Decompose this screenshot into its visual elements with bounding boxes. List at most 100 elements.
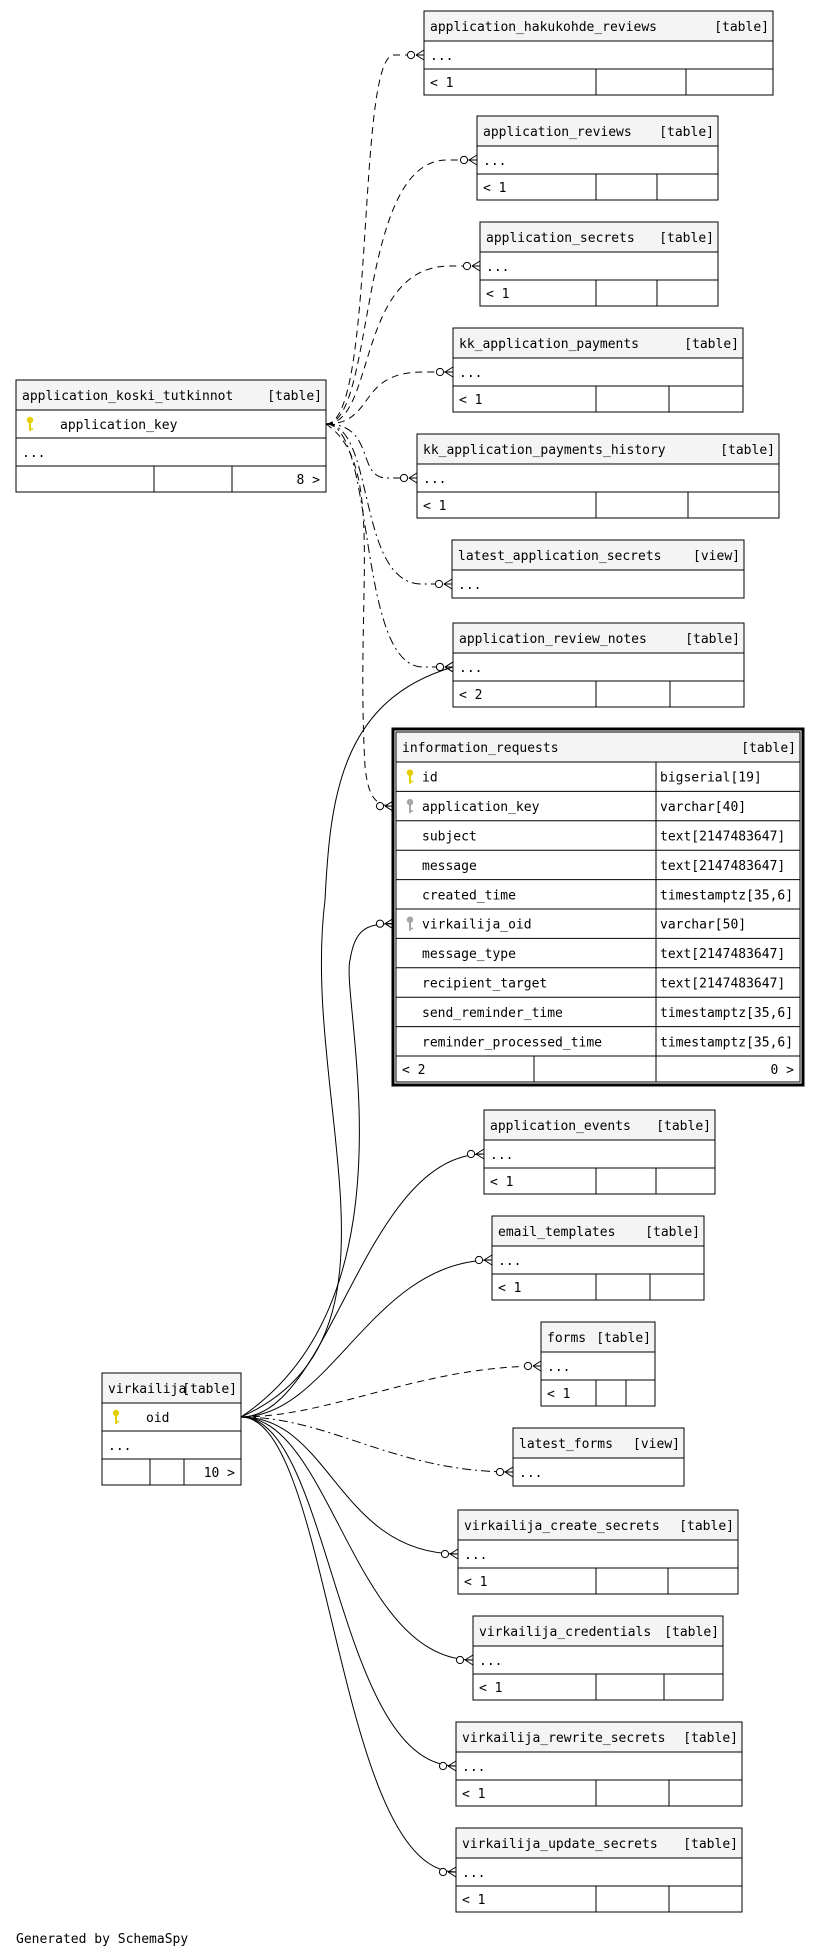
crows-foot-marker bbox=[435, 366, 454, 378]
table-node-virkailija-rewrite-secrets[interactable]: virkailija_rewrite_secrets[table]...< 1 bbox=[455, 1721, 743, 1807]
table-header-bg bbox=[456, 1828, 742, 1858]
column-row[interactable]: application_key bbox=[26, 416, 178, 433]
column-row[interactable]: ... bbox=[108, 1439, 131, 1454]
table-kind: [table] bbox=[659, 231, 714, 246]
column-row[interactable]: application_key varchar[40] bbox=[406, 798, 746, 815]
table-node-virkailija[interactable]: virkailija[table]oid...10 > bbox=[101, 1372, 242, 1486]
column-row[interactable]: ... bbox=[519, 1466, 542, 1481]
table-node-latest-forms[interactable]: latest_forms [view]... bbox=[512, 1427, 685, 1487]
table-node-virkailija-credentials[interactable]: virkailija_credentials[table]...< 1 bbox=[472, 1615, 724, 1701]
column-row[interactable]: oid bbox=[112, 1409, 170, 1426]
parents-count: < 1 bbox=[483, 181, 506, 196]
column-row[interactable]: ... bbox=[479, 1654, 502, 1669]
table-kind: [table] bbox=[656, 1119, 711, 1134]
column-row[interactable]: ... bbox=[423, 472, 446, 487]
parents-count: < 1 bbox=[464, 1575, 487, 1590]
column-type: timestamptz[35,6] bbox=[660, 1035, 793, 1050]
primary-key-icon bbox=[112, 1409, 120, 1424]
table-header-bg bbox=[453, 328, 743, 358]
relationship-line bbox=[325, 423, 452, 585]
table-header-bg bbox=[417, 434, 779, 464]
crows-foot-marker bbox=[474, 1254, 493, 1266]
table-footer: < 1 bbox=[464, 1575, 487, 1590]
table-name: virkailija_update_secrets bbox=[462, 1837, 658, 1852]
table-node-kk-application-payments[interactable]: kk_application_payments[table]...< 1 bbox=[452, 327, 744, 413]
column-row[interactable]: ... bbox=[483, 154, 506, 169]
crows-foot-marker bbox=[375, 800, 394, 812]
table-kind: [table] bbox=[720, 443, 775, 458]
table-node-forms[interactable]: forms[table]...< 1 bbox=[540, 1321, 656, 1407]
table-name: latest_application_secrets bbox=[458, 549, 662, 564]
column-row[interactable]: ... bbox=[459, 366, 482, 381]
table-border bbox=[395, 731, 801, 1083]
column-row[interactable]: ... bbox=[430, 49, 453, 64]
table-header-bg bbox=[477, 116, 718, 146]
table-node-application-review-notes[interactable]: application_review_notes[table]...< 2 bbox=[452, 622, 745, 708]
relationship-lines bbox=[240, 49, 542, 1878]
relationship-line bbox=[325, 371, 453, 425]
crows-foot-marker bbox=[438, 1760, 457, 1772]
column-name: application_key bbox=[422, 800, 540, 815]
table-node-virkailija-create-secrets[interactable]: virkailija_create_secrets[table]...< 1 bbox=[457, 1509, 739, 1595]
table-name: virkailija bbox=[108, 1382, 186, 1397]
table-node-virkailija-update-secrets[interactable]: virkailija_update_secrets[table]...< 1 bbox=[455, 1827, 743, 1913]
table-node-application-reviews[interactable]: application_reviews[table]...< 1 bbox=[476, 115, 719, 201]
table-node-application-koski-tutkinnot[interactable]: application_koski_tutkinnot[table]applic… bbox=[15, 379, 327, 493]
parents-count: < 1 bbox=[462, 1787, 485, 1802]
column-row[interactable]: ... bbox=[458, 578, 481, 593]
table-kind: [view] bbox=[633, 1437, 680, 1452]
column-name: reminder_processed_time bbox=[422, 1035, 602, 1050]
table-footer: < 2 bbox=[459, 688, 482, 703]
table-header-bg bbox=[16, 380, 326, 410]
relationship-line bbox=[325, 423, 417, 479]
column-type: varchar[40] bbox=[660, 800, 746, 815]
crows-foot-marker bbox=[435, 661, 454, 673]
column-name: id bbox=[422, 771, 438, 786]
column-row[interactable]: ... bbox=[498, 1254, 521, 1269]
table-node-email-templates[interactable]: email_templates[table]...< 1 bbox=[491, 1215, 705, 1301]
column-row[interactable]: ... bbox=[486, 260, 509, 275]
column-row[interactable]: reminder_processed_time timestamptz[35,6] bbox=[422, 1035, 793, 1050]
column-row[interactable]: ... bbox=[490, 1148, 513, 1163]
relationship-line bbox=[240, 1416, 457, 1873]
parents-count: < 1 bbox=[486, 287, 509, 302]
table-node-kk-application-payments-history[interactable]: kk_application_payments_history[table]..… bbox=[416, 433, 780, 519]
table-node-latest-application-secrets[interactable]: latest_application_secrets[view]... bbox=[451, 539, 745, 599]
table-footer: < 1 bbox=[479, 1681, 502, 1696]
column-name: ... bbox=[430, 49, 453, 64]
table-footer: < 1 bbox=[486, 287, 509, 302]
table-node-application-hakukohde-reviews[interactable]: application_hakukohde_reviews[table]...<… bbox=[423, 10, 774, 96]
relationship-line bbox=[240, 1416, 459, 1555]
column-row[interactable]: ... bbox=[464, 1548, 487, 1563]
table-kind: [table] bbox=[182, 1382, 237, 1397]
relationship-line bbox=[240, 1416, 474, 1661]
table-name: application_koski_tutkinnot bbox=[22, 389, 233, 404]
relationship-line bbox=[325, 423, 394, 807]
table-footer: < 1 bbox=[423, 499, 446, 514]
table-footer: < 1 bbox=[459, 393, 482, 408]
table-name: application_reviews bbox=[483, 125, 632, 140]
column-row[interactable]: ... bbox=[462, 1866, 485, 1881]
column-name: ... bbox=[22, 446, 45, 461]
table-node-application-events[interactable]: application_events[table]...< 1 bbox=[483, 1109, 716, 1195]
table-name: latest_forms bbox=[519, 1437, 613, 1452]
column-name: ... bbox=[547, 1360, 570, 1375]
table-footer: < 1 bbox=[483, 181, 506, 196]
column-row[interactable]: ... bbox=[22, 446, 45, 461]
table-node-application-secrets[interactable]: application_secrets[table]...< 1 bbox=[479, 221, 719, 307]
column-name: ... bbox=[423, 472, 446, 487]
column-row[interactable]: ... bbox=[459, 661, 482, 676]
column-row[interactable]: ... bbox=[462, 1760, 485, 1775]
table-name: virkailija_credentials bbox=[479, 1625, 651, 1640]
primary-key-icon bbox=[26, 416, 34, 431]
column-row[interactable]: ... bbox=[547, 1360, 570, 1375]
